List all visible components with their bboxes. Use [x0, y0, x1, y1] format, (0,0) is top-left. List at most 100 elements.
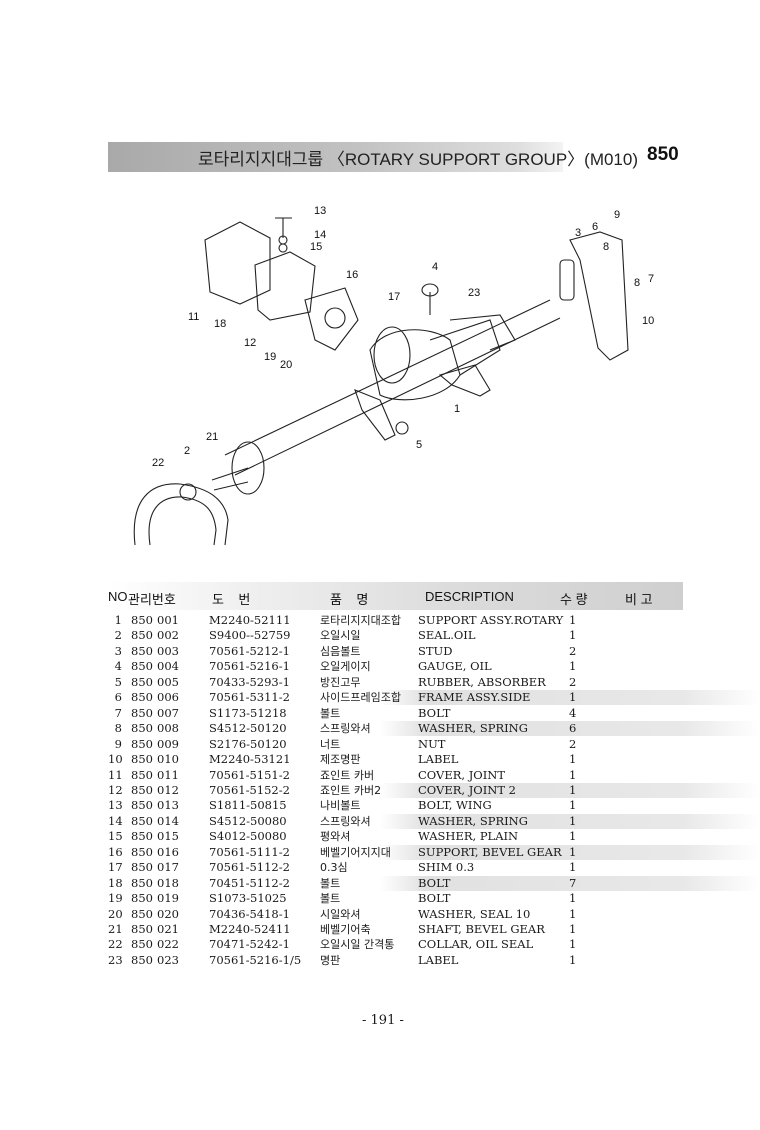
- cell-no: 17: [108, 860, 123, 875]
- cell-no: 10: [108, 752, 123, 767]
- cell-mgmt: 020: [157, 906, 179, 921]
- cell-kname: 평와셔: [320, 830, 351, 844]
- cell-kname: 볼트: [320, 876, 341, 890]
- cell-grp: 850: [131, 628, 153, 643]
- callout-3: 3: [575, 227, 581, 239]
- cell-part: S4512-50080: [209, 813, 287, 828]
- cell-part: 70561-5111-2: [209, 844, 290, 859]
- callout-6: 6: [592, 221, 598, 233]
- cell-desc: COVER, JOINT: [418, 767, 506, 782]
- cell-grp: 850: [131, 844, 153, 859]
- cell-kname: 명판: [320, 953, 341, 967]
- cell-no: 19: [108, 891, 123, 906]
- cell-qty: 1: [569, 628, 577, 643]
- cell-mgmt: 022: [157, 937, 179, 952]
- cell-part: 70561-5216-1/5: [209, 952, 302, 967]
- title-band: [108, 142, 563, 172]
- bevel-gear-support: [304, 287, 359, 351]
- cell-qty: 1: [569, 782, 577, 797]
- page-code: 850: [647, 144, 679, 165]
- callout-14: 14: [314, 229, 326, 241]
- cell-mgmt: 021: [157, 922, 179, 936]
- cell-part: S4012-50080: [209, 829, 287, 844]
- cell-grp: 850: [131, 798, 153, 813]
- cell-grp: 850: [131, 952, 153, 967]
- cell-qty: 2: [569, 736, 577, 751]
- cell-mgmt: 023: [157, 952, 179, 967]
- cell-part: 70433-5293-1: [209, 674, 290, 689]
- cell-kname: 볼트: [320, 892, 341, 906]
- callout-16: 16: [346, 269, 358, 281]
- cell-kname: 너트: [320, 737, 341, 751]
- cell-grp: 850: [131, 659, 153, 674]
- cell-kname: 스프링와셔: [320, 722, 371, 736]
- arc-frame: [133, 483, 229, 546]
- cell-kname: 로타리지지대조합: [320, 614, 401, 627]
- cell-grp: 850: [131, 906, 153, 921]
- cell-desc: WASHER, SPRING: [418, 721, 528, 736]
- cell-no: 4: [114, 659, 122, 674]
- cell-mgmt: 012: [157, 782, 179, 797]
- cell-desc: BOLT, WING: [418, 798, 492, 813]
- col-header-mgmt: 관리번호: [128, 592, 176, 607]
- callout-2: 2: [184, 445, 190, 457]
- cell-no: 22: [108, 937, 123, 952]
- cell-no: 14: [108, 813, 123, 828]
- callout-21: 21: [206, 431, 218, 443]
- cell-qty: 1: [569, 767, 577, 782]
- cell-mgmt: 001: [157, 613, 179, 627]
- cell-kname: 스프링와셔: [320, 814, 371, 828]
- cell-grp: 850: [131, 613, 153, 627]
- cell-grp: 850: [131, 690, 153, 705]
- cell-desc: NUT: [418, 736, 446, 751]
- wing-bolt: [275, 217, 292, 238]
- cell-grp: 850: [131, 736, 153, 751]
- col-header-remark: 비 고: [625, 592, 653, 607]
- col-header-part-no: 도 번: [212, 592, 251, 607]
- cell-no: 7: [114, 705, 122, 720]
- bevel-gear-shaft: [211, 467, 249, 491]
- cell-qty: 2: [569, 674, 577, 689]
- cell-no: 12: [108, 782, 123, 797]
- col-header-qty: 수 량: [560, 592, 588, 607]
- cell-desc: WASHER, PLAIN: [418, 829, 519, 844]
- cell-part: 70561-5212-1: [209, 643, 290, 658]
- cell-qty: 7: [569, 875, 577, 890]
- cell-desc: LABEL: [418, 752, 459, 767]
- cell-no: 5: [114, 674, 122, 689]
- cell-no: 23: [108, 952, 123, 967]
- joint-cover-1: [204, 221, 271, 305]
- cell-kname: 죠인트 카버: [320, 768, 375, 782]
- cell-part: S1173-51218: [209, 705, 287, 720]
- callout-19: 19: [264, 351, 276, 363]
- cell-part: 70561-5151-2: [209, 767, 290, 782]
- cell-part: 70436-5418-1: [209, 906, 290, 921]
- cell-kname: 제조명판: [320, 753, 361, 767]
- cell-part: S9400--52759: [209, 628, 291, 643]
- cell-grp: 850: [131, 860, 153, 875]
- cell-qty: 1: [569, 690, 577, 705]
- callout-5: 5: [416, 439, 422, 451]
- cell-kname: 볼트: [320, 706, 341, 720]
- cell-no: 6: [114, 690, 122, 705]
- cell-desc: COLLAR, OIL SEAL: [418, 937, 534, 952]
- callout-7: 7: [648, 273, 654, 285]
- cell-part: S4512-50120: [209, 721, 287, 736]
- cell-desc: BOLT: [418, 875, 451, 890]
- cell-qty: 1: [569, 922, 577, 936]
- callout-20: 20: [280, 359, 292, 371]
- cell-part: S1811-50815: [209, 798, 287, 813]
- cell-desc: SUPPORT, BEVEL GEAR: [418, 844, 562, 859]
- cell-kname: 사이드프레임조합: [320, 691, 401, 705]
- cell-part: S1073-51025: [209, 891, 287, 906]
- callout-labels: 13 14 15 16 11 18 12 19 20 17 4 23 3 6 8…: [152, 205, 654, 469]
- cell-kname: 베벨기어축: [320, 923, 371, 936]
- cell-qty: 4: [569, 705, 577, 720]
